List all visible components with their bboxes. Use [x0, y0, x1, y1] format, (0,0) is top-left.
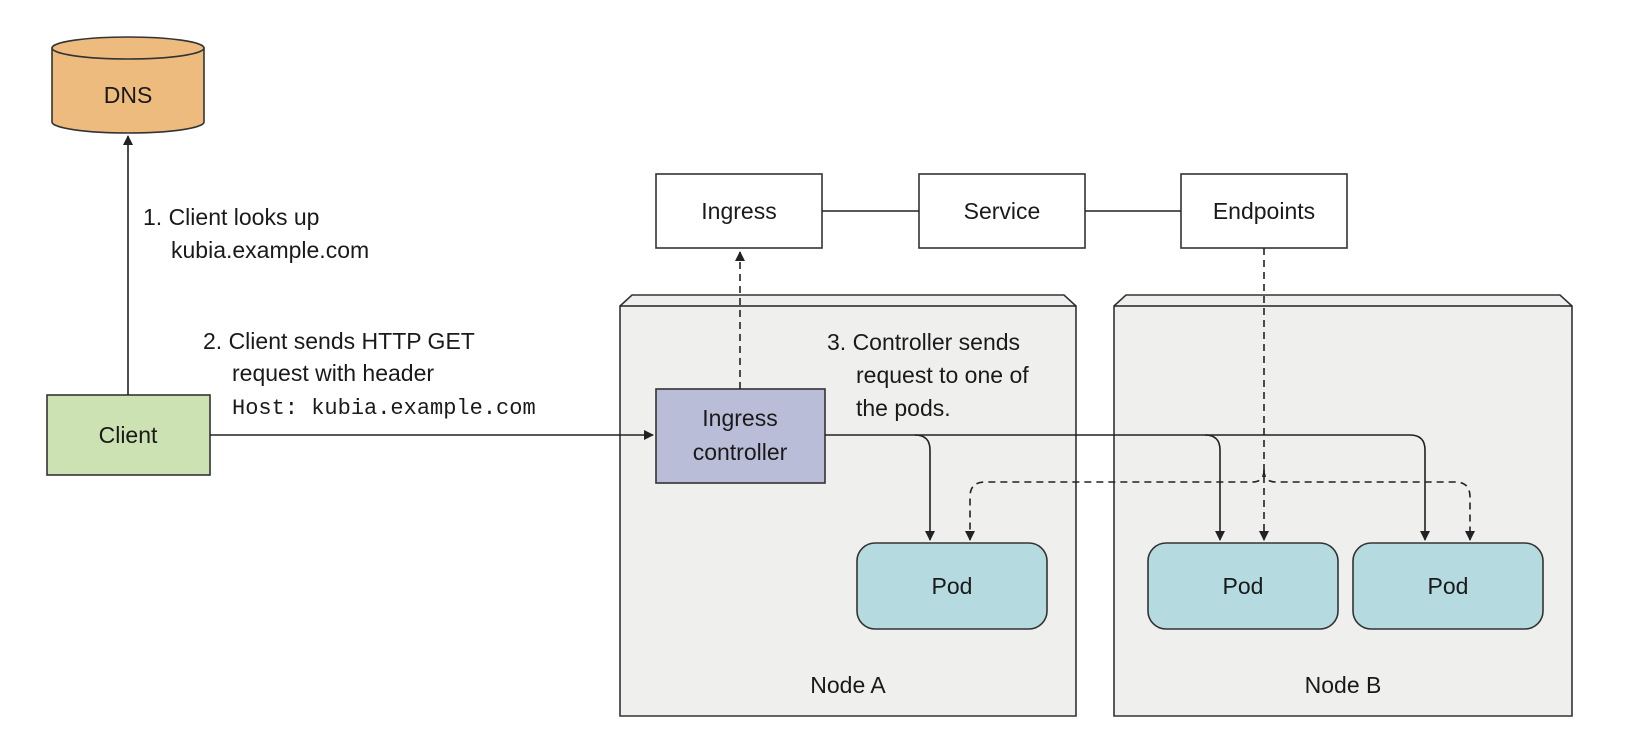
client-label: Client: [99, 422, 158, 448]
node-b-label: Node B: [1305, 672, 1382, 698]
service-resource: Service: [918, 173, 1086, 249]
ingress-label: Ingress: [701, 198, 776, 224]
controller-label-line1: Ingress: [702, 405, 777, 431]
step2-line1: 2. Client sends HTTP GET: [203, 328, 475, 354]
pod-node-b-1-rect: [1147, 542, 1339, 630]
step3-line1: 3. Controller sends: [827, 329, 1020, 355]
pod-node-b-2-label: Pod: [1428, 573, 1469, 599]
client-box: Client: [46, 394, 211, 476]
step1-line2: kubia.example.com: [171, 237, 369, 263]
step3-line2: request to one of: [856, 362, 1029, 388]
endpoints-resource: Endpoints: [1180, 173, 1348, 249]
node-a-label: Node A: [810, 672, 886, 698]
controller-label-line2: controller: [693, 439, 788, 465]
service-label: Service: [964, 198, 1041, 224]
ingress-rect: [655, 173, 823, 249]
step1-line1: 1. Client looks up: [143, 204, 319, 230]
ingress-controller-rect: [655, 388, 826, 484]
pod-node-b-1-label: Pod: [1223, 573, 1264, 599]
pod-node-b-1: Pod: [1147, 542, 1339, 630]
step2-header-code: Host: kubia.example.com: [232, 396, 536, 421]
node-b: Node B: [1113, 294, 1573, 717]
pod-node-b-2-rect: [1352, 542, 1544, 630]
endpoints-to-pod-a-arrow: [965, 469, 1265, 541]
dns-cylinder-body: [51, 47, 205, 134]
node-b-frame: [1113, 294, 1573, 717]
ingress-controller: Ingress controller: [655, 388, 826, 484]
pod-node-a-rect: [856, 542, 1048, 630]
dns-cylinder-top: [51, 36, 205, 60]
dns-label: DNS: [104, 82, 153, 108]
dns-database: DNS: [51, 36, 205, 134]
request-arrow-pod-b2: [1205, 434, 1430, 541]
pod-node-a-label: Pod: [932, 573, 973, 599]
pod-node-a: Pod: [856, 542, 1048, 630]
endpoints-to-pod-b2-arrow: [1263, 469, 1475, 541]
node-a-frame: [619, 294, 1077, 717]
step2-line2: request with header: [232, 360, 434, 386]
ingress-resource: Ingress: [655, 173, 823, 249]
step3-line3: the pods.: [856, 395, 951, 421]
service-rect: [918, 173, 1086, 249]
pod-node-b-2: Pod: [1352, 542, 1544, 630]
endpoints-label: Endpoints: [1213, 198, 1315, 224]
node-a: Node A: [619, 294, 1077, 717]
client-rect: [46, 394, 211, 476]
